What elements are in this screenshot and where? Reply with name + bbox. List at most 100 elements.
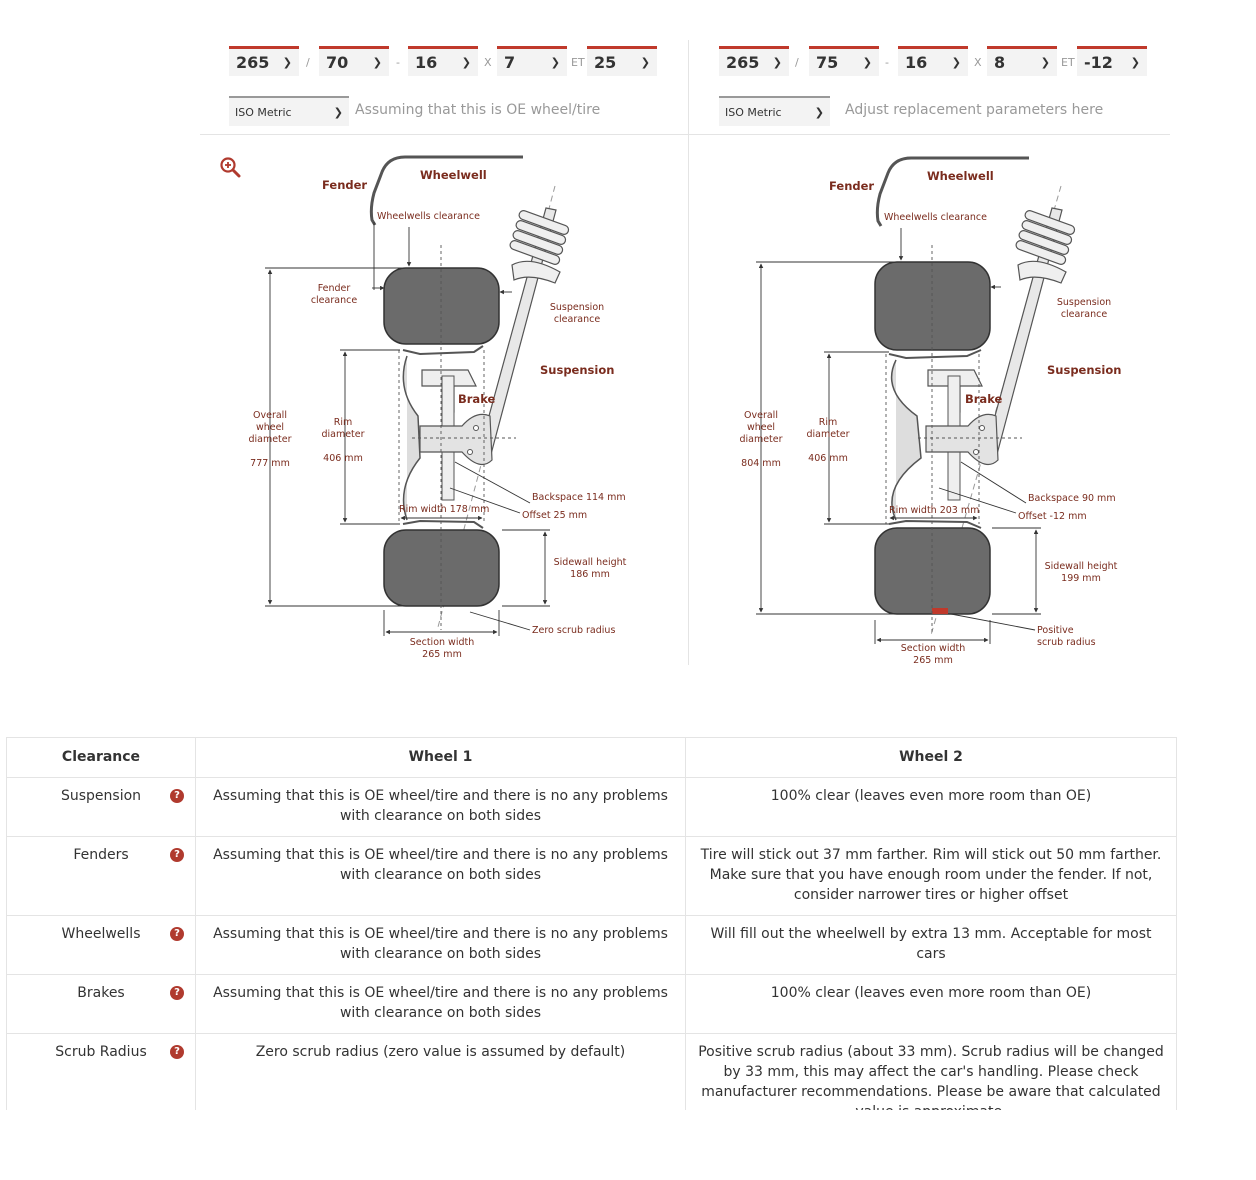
wheel2-cell: 100% clear (leaves even more room than O…: [685, 974, 1177, 1034]
aspect-ratio-select[interactable]: 75 ❯: [809, 46, 879, 76]
wheel1-cell: Assuming that this is OE wheel/tire and …: [195, 836, 686, 916]
wheelwells-clearance-label: Wheelwells clearance: [884, 212, 987, 223]
rim-width-value: 8: [994, 53, 1006, 72]
overall-label-1: Overall: [744, 410, 778, 421]
scrub-radius-label: Zero scrub radius: [532, 625, 615, 636]
page-bottom: [0, 1110, 1256, 1180]
x-separator: X: [484, 56, 492, 69]
panel-divider: [200, 134, 1170, 135]
chevron-down-icon: ❯: [862, 56, 872, 69]
help-icon[interactable]: ?: [170, 848, 184, 862]
rim-width-select[interactable]: 7❯: [497, 46, 567, 76]
rim-width-label: Rim width 178 mm: [399, 504, 489, 515]
unit-value: ISO Metric: [235, 105, 292, 119]
rim-diameter-select[interactable]: 16 ❯: [898, 46, 968, 76]
section-width-value: 265 mm: [913, 655, 953, 665]
wheel1-diagram: Fender Wheelwell Wheelwells clearance Fe…: [248, 155, 627, 660]
chevron-down-icon: ❯: [372, 56, 382, 69]
rim-width-select[interactable]: 8❯: [987, 46, 1057, 76]
help-icon[interactable]: ?: [170, 1045, 184, 1059]
section-width-label: Section width: [901, 643, 966, 654]
aspect-ratio-value: 75: [816, 53, 839, 72]
header-clearance: Clearance: [6, 737, 196, 778]
rim-diameter-select[interactable]: 16❯: [408, 46, 478, 76]
scrub-radius-label-2: scrub radius: [1037, 637, 1096, 648]
unit-select[interactable]: ISO Metric ❯: [719, 96, 830, 126]
rim-diameter-label-2: diameter: [321, 429, 364, 440]
tire-width-select[interactable]: 265❯: [229, 46, 299, 76]
wheelwell-label: Wheelwell: [927, 169, 994, 183]
help-icon[interactable]: ?: [170, 789, 184, 803]
chevron-down-icon: ❯: [951, 56, 961, 69]
wheel1-cell: Assuming that this is OE wheel/tire and …: [195, 915, 686, 975]
header-wheel1: Wheel 1: [195, 737, 686, 778]
wheel2-diagram: Fender Wheelwell Wheelwells clearance Su…: [739, 156, 1121, 665]
backspace-label: Backspace 90 mm: [1028, 493, 1116, 504]
et-separator: ET: [571, 56, 585, 69]
clearance-name: Fenders: [73, 847, 129, 863]
overall-label-3: diameter: [739, 434, 782, 445]
tire-width-value: 265: [236, 53, 270, 72]
table-row: Suspension? Assuming that this is OE whe…: [6, 777, 1177, 837]
help-icon[interactable]: ?: [170, 927, 184, 941]
clearance-table: Clearance Wheel 1 Wheel 2 Suspension? As…: [6, 737, 1177, 1133]
wheel2-cell: Tire will stick out 37 mm farther. Rim w…: [685, 836, 1177, 916]
x-separator: X: [974, 56, 982, 69]
zoom-in-icon[interactable]: [219, 156, 241, 178]
clearance-name-cell: Fenders?: [6, 836, 196, 916]
offset-select[interactable]: -12❯: [1077, 46, 1147, 76]
rim-width-label: Rim width 203 mm: [889, 505, 979, 516]
help-icon[interactable]: ?: [170, 986, 184, 1000]
overall-label-2: wheel: [747, 422, 775, 433]
rim-diameter-value: 16: [905, 53, 928, 72]
clearance-name-cell: Suspension?: [6, 777, 196, 837]
unit-select[interactable]: ISO Metric ❯: [229, 96, 349, 126]
clearance-name: Scrub Radius: [55, 1044, 147, 1060]
aspect-ratio-value: 70: [326, 53, 349, 72]
dash-separator: -: [396, 56, 400, 69]
scrub-radius-label: Positive: [1037, 625, 1074, 636]
unit-value: ISO Metric: [725, 105, 782, 119]
chevron-down-icon: ❯: [333, 105, 343, 119]
overall-label-3: diameter: [248, 434, 291, 445]
tire-width-select[interactable]: 265❯: [719, 46, 789, 76]
rim-diameter-label-2: diameter: [806, 429, 849, 440]
dash-separator: -: [885, 56, 889, 69]
overall-label-1: Overall: [253, 410, 287, 421]
clearance-name: Suspension: [60, 788, 142, 804]
wheel2-cell: Will fill out the wheelwell by extra 13 …: [685, 915, 1177, 975]
tire-width-value: 265: [726, 53, 760, 72]
suspension-clearance-label: Suspension: [1057, 297, 1111, 308]
brake-label: Brake: [458, 392, 496, 406]
wheelwells-clearance-label: Wheelwells clearance: [377, 211, 480, 222]
suspension-clearance-label-2: clearance: [1061, 309, 1108, 320]
wheelwell-label: Wheelwell: [420, 168, 487, 182]
offset-value: 25: [594, 53, 617, 72]
aspect-ratio-select[interactable]: 70 ❯: [319, 46, 389, 76]
chevron-down-icon: ❯: [814, 105, 824, 119]
wheel2-cell: 100% clear (leaves even more room than O…: [685, 777, 1177, 837]
slash-separator: /: [795, 56, 799, 69]
clearance-name-cell: Wheelwells?: [6, 915, 196, 975]
et-separator: ET: [1061, 56, 1075, 69]
offset-label: Offset -12 mm: [1018, 511, 1087, 522]
offset-label: Offset 25 mm: [522, 510, 587, 521]
wheel1-panel: 265❯ / 70❯ - 16❯ X 7❯ ET 25❯ ISO Metric❯…: [200, 40, 688, 665]
table-row: Brakes? Assuming that this is OE wheel/t…: [6, 974, 1177, 1034]
chevron-down-icon: ❯: [550, 56, 560, 69]
wheel1-cell: Assuming that this is OE wheel/tire and …: [195, 974, 686, 1034]
chevron-down-icon: ❯: [1040, 56, 1050, 69]
slash-separator: /: [306, 56, 310, 69]
table-row: Scrub Radius? Zero scrub radius (zero va…: [6, 1033, 1177, 1133]
clearance-name: Wheelwells: [61, 926, 141, 942]
rim-width-value: 7: [504, 53, 516, 72]
backspace-label: Backspace 114 mm: [532, 492, 626, 503]
rim-diameter-label-1: Rim: [819, 417, 838, 428]
fender-clearance-label: Fender: [318, 283, 351, 294]
fender-label: Fender: [829, 179, 874, 193]
section-width-value: 265 mm: [422, 649, 462, 660]
suspension-clearance-label-2: clearance: [554, 314, 601, 325]
fender-clearance-label-2: clearance: [311, 295, 358, 306]
offset-select[interactable]: 25❯: [587, 46, 657, 76]
wheel2-panel: 265❯ / 75❯ - 16❯ X 8❯ ET -12❯ ISO Metric…: [688, 40, 1177, 665]
